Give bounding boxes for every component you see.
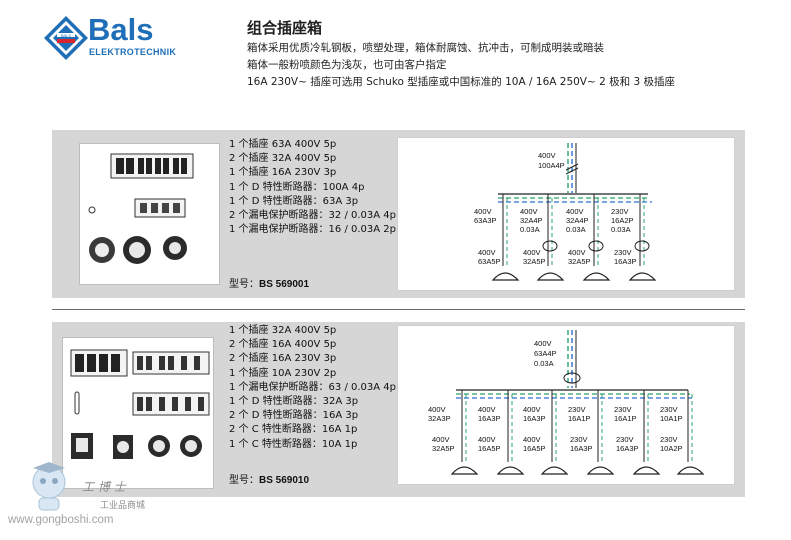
brand-name: Bals [88,12,154,47]
spec-item: 1 个 C 特性断路器：10A 1p [229,438,358,450]
diagram2-b1-bot-2: 32A5P [432,444,455,453]
brand-subtitle: ELEKTROTECHNIK [89,47,177,57]
product-2-model: 型号：BS 569010 [229,471,309,486]
diagram1-b3-bot-2: 32A5P [568,257,591,266]
diagram2-b2-top-1: 400V [478,405,496,414]
diagram1-b4-top-1: 230V [611,207,629,216]
diagram2-b5-top-1: 230V [614,405,632,414]
model-number: BS 569001 [259,279,310,290]
diagram2-b4-bot-2: 16A3P [570,444,593,453]
description-line-2: 箱体一般粉喷颜色为浅灰，也可由客户指定 [247,59,447,71]
diagram2-b3-bot-2: 16A5P [523,444,546,453]
diagram1-b1-bot-2: 63A5P [478,257,501,266]
diagram1-b4-bot-2: 16A3P [614,257,637,266]
spec-item: 2 个插座 32A 400V 5p [229,153,337,165]
diagram1-b2-top-2: 32A4P [520,216,543,225]
diagram2-b6-bot-1: 230V [660,435,678,444]
diagram2-b1-bot-1: 400V [432,435,450,444]
diagram2-b5-bot-1: 230V [616,435,634,444]
product-1-diagram-svg: 400V 100A4P 400V 63A3P 400V 63A5P 400V [474,143,657,281]
bals-logo-icon: BALS [44,16,88,60]
product-1-spec-list: 1 个插座 63A 400V 5p 2 个插座 32A 400V 5p 1 个插… [229,138,396,237]
diagram1-b1-top-1: 400V [474,207,492,216]
product-1-wiring-diagram: 400V 100A4P 400V 63A3P 400V 63A5P 400V [397,137,735,291]
spec-item: 1 个 D 特性断路器：100A 4p [229,181,365,193]
diagram2-b6-top-2: 10A1P [660,414,683,423]
spec-item: 2 个插座 16A 400V 5p [229,339,337,351]
product-2-diagram-svg: 400V 63A4P 0.03A 400V 32A3P 400V 32A5P 4… [428,330,705,475]
spec-item: 1 个 D 特性断路器：32A 3p [229,396,359,408]
spec-item: 1 个插座 10A 230V 2p [229,367,337,379]
diagram2-b3-top-1: 400V [523,405,541,414]
product-2-wiring-diagram: 400V 63A4P 0.03A 400V 32A3P 400V 32A5P 4… [397,325,735,485]
diagram2-b3-bot-1: 400V [523,435,541,444]
diagram2-b4-top-1: 230V [568,405,586,414]
diagram1-b3-top-3: 0.03A [566,225,586,234]
spec-item: 2 个 D 特性断路器：16A 3p [229,410,359,422]
diagram1-b4-top-2: 16A2P [611,216,634,225]
diagram1-main-label-2: 100A4P [538,161,565,170]
diagram2-b6-top-1: 230V [660,405,678,414]
diagram2-main-label-2: 63A4P [534,349,557,358]
diagram1-b3-bot-1: 400V [568,248,586,257]
diagram2-main-label-3: 0.03A [534,359,554,368]
diagram1-b3-top-2: 32A4P [566,216,589,225]
spec-item: 1 个 D 特性断路器：63A 3p [229,195,359,207]
diagram1-b4-bot-1: 230V [614,248,632,257]
watermark-subtitle: 工业品商城 [100,501,146,511]
diagram1-b2-bot-2: 32A5P [523,257,546,266]
diagram2-b1-top-1: 400V [428,405,446,414]
product-2-photo [62,337,214,489]
product-2-box-illustration [70,349,210,459]
diagram2-b3-top-2: 16A3P [523,414,546,423]
spec-item: 1 个漏电保护断路器：63 / 0.03A 4p [229,381,396,393]
diagram2-b6-bot-2: 10A2P [660,444,683,453]
diagram2-b2-bot-2: 16A5P [478,444,501,453]
section-divider [52,309,745,310]
diagram2-b2-bot-1: 400V [478,435,496,444]
spec-item: 1 个插座 16A 230V 3p [229,167,337,179]
diagram1-b1-bot-1: 400V [478,248,496,257]
diagram1-b2-top-1: 400V [520,207,538,216]
diagram1-b3-top-1: 400V [566,207,584,216]
watermark-brand: 工 博 士 [82,480,126,494]
page-title: 组合插座箱 [247,19,323,37]
diagram2-b1-top-2: 32A3P [428,414,451,423]
product-1-box-illustration [88,153,194,264]
model-label: 型号： [229,475,259,486]
diagram2-b2-top-2: 16A3P [478,414,501,423]
diagram1-b1-top-2: 63A3P [474,216,497,225]
spec-item: 1 个漏电保护断路器：16 / 0.03A 2p [229,224,396,236]
model-label: 型号： [229,279,259,290]
product-1-model: 型号：BS 569001 [229,275,309,290]
diagram2-b5-bot-2: 16A3P [616,444,639,453]
diagram1-b2-top-3: 0.03A [520,225,540,234]
diagram1-b4-top-3: 0.03A [611,225,631,234]
diagram2-main-label-1: 400V [534,339,552,348]
diagram1-b2-bot-1: 400V [523,248,541,257]
diagram2-b4-bot-1: 230V [570,435,588,444]
diagram1-main-label-1: 400V [538,151,556,160]
description-line-3: 16A 230V~ 插座可选用 Schuko 型插座或中国标准的 10A / 1… [247,76,676,88]
robot-mascot-icon [32,462,66,511]
svg-text:BALS: BALS [61,33,72,38]
spec-item: 2 个插座 16A 230V 3p [229,353,337,365]
product-1-photo [79,143,220,285]
diagram2-b5-top-2: 16A1P [614,414,637,423]
description-line-1: 箱体采用优质冷轧钢板，喷塑处理，箱体耐腐蚀、抗冲击，可制成明装或暗装 [247,42,604,54]
spec-item: 2 个漏电保护断路器：32 / 0.03A 4p [229,210,396,222]
product-2-spec-list: 1 个插座 32A 400V 5p 2 个插座 16A 400V 5p 2 个插… [229,324,396,452]
spec-item: 1 个插座 32A 400V 5p [229,325,337,336]
spec-item: 1 个插座 63A 400V 5p [229,139,337,150]
model-number: BS 569010 [259,475,310,486]
diagram2-b4-top-2: 16A1P [568,414,591,423]
spec-item: 2 个 C 特性断路器：16A 1p [229,424,358,436]
watermark-url: www.gongboshi.com [8,514,114,526]
